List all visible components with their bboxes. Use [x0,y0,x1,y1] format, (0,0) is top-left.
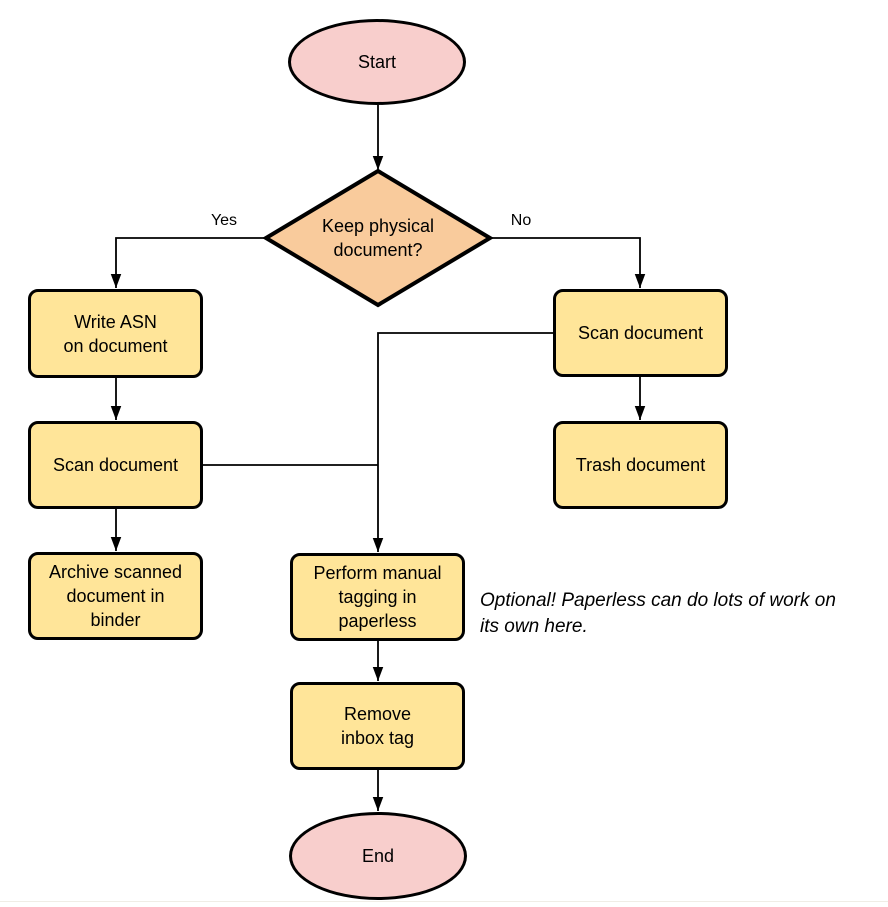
process-node-trash-document: Trash document [553,421,728,509]
process-node-scan-document-right: Scan document [553,289,728,377]
decision-node-shape [262,168,494,308]
page-bottom-divider [0,901,888,902]
process-node-scan-document-left: Scan document [28,421,203,509]
edge-label-yes: Yes [210,212,238,229]
end-node: End [289,812,467,900]
process-node-write-asn: Write ASN on document [28,289,203,378]
process-node-archive-in-binder: Archive scanned document in binder [28,552,203,640]
annotation-optional-note: Optional! Paperless can do lots of work … [480,590,836,637]
edge-decision-no-to-scan-right [490,237,646,288]
edge-decision-yes-to-write-asn [110,237,266,288]
edge-label-no: No [510,212,532,229]
start-node: Start [288,19,466,105]
decision-node-label: Keep physical document? [321,216,435,260]
edge-scan-right-to-tagging [372,332,553,552]
process-node-remove-inbox-tag: Remove inbox tag [290,682,465,770]
process-node-manual-tagging: Perform manual tagging in paperless [290,553,465,641]
